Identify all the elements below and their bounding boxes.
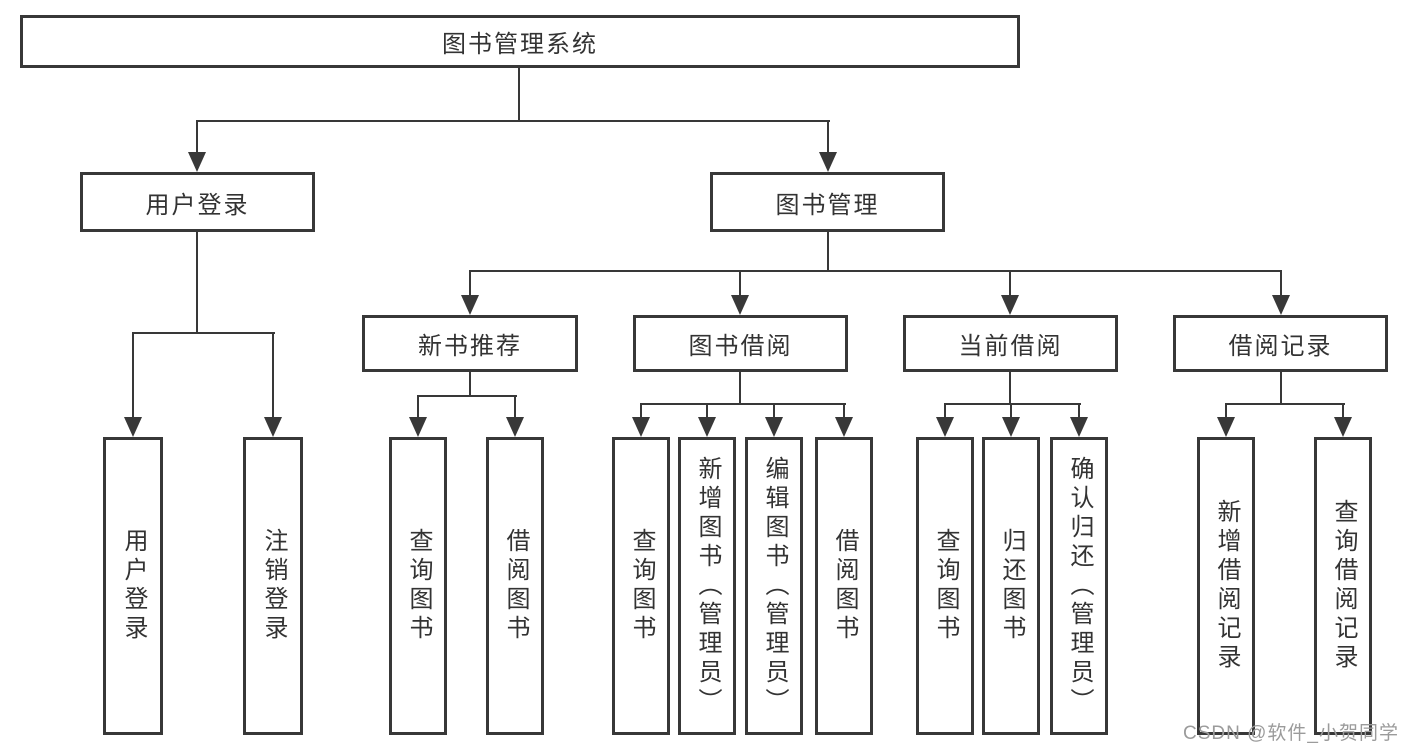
leaf-edit-books-admin: 编辑图书（管理员） (745, 437, 803, 735)
connector-drop-query-current (944, 403, 946, 419)
connector-drop-book-management (827, 120, 829, 154)
connector-drop-leaf-user-login (132, 332, 134, 418)
arrow-down-icon (188, 152, 206, 172)
connector-userlogin-stem (196, 232, 198, 334)
connector-drop-current-borrowing (1009, 270, 1011, 297)
node-user-login: 用户登录 (80, 172, 315, 232)
node-book-management: 图书管理 (710, 172, 945, 232)
connector-drop-add-books (706, 403, 708, 419)
connector-records-stem (1280, 372, 1282, 405)
leaf-borrow-books-borrowing: 借阅图书 (815, 437, 873, 735)
arrow-down-icon (1001, 295, 1019, 315)
arrow-down-icon (506, 417, 524, 437)
connector-drop-query-record (1342, 403, 1344, 419)
arrow-down-icon (264, 417, 282, 437)
csdn-watermark: CSDN @软件_小贺同学 (1183, 723, 1399, 744)
node-book-borrowing: 图书借阅 (633, 315, 848, 372)
connector-borrowing-rail (640, 403, 846, 405)
arrow-down-icon (698, 417, 716, 437)
arrow-down-icon (1070, 417, 1088, 437)
connector-drop-borrow-recommend (514, 395, 516, 419)
connector-drop-edit-books (773, 403, 775, 419)
leaf-add-books-admin: 新增图书（管理员） (678, 437, 736, 735)
connector-drop-confirm-return (1078, 403, 1080, 419)
leaf-return-books: 归还图书 (982, 437, 1040, 735)
connector-userlogin-rail (132, 332, 275, 334)
connector-bookmgmt-stem (827, 232, 829, 272)
leaf-user-login: 用户登录 (103, 437, 163, 735)
leaf-query-books-borrowing: 查询图书 (612, 437, 670, 735)
connector-drop-add-record (1225, 403, 1227, 419)
node-new-book-recommend: 新书推荐 (362, 315, 578, 372)
arrow-down-icon (409, 417, 427, 437)
connector-root-rail (196, 120, 830, 122)
arrow-down-icon (765, 417, 783, 437)
connector-drop-new-book-recommend (469, 270, 471, 297)
connector-bookmgmt-rail (469, 270, 1282, 272)
connector-drop-borrow-books (843, 403, 845, 419)
leaf-logout-login: 注销登录 (243, 437, 303, 735)
connector-recommend-stem (469, 372, 471, 397)
arrow-down-icon (632, 417, 650, 437)
arrow-down-icon (1334, 417, 1352, 437)
leaf-borrow-books-recommend: 借阅图书 (486, 437, 544, 735)
leaf-query-borrow-record: 查询借阅记录 (1314, 437, 1372, 735)
leaf-query-books-recommend: 查询图书 (389, 437, 447, 735)
connector-drop-user-login (196, 120, 198, 154)
arrow-down-icon (1002, 417, 1020, 437)
connector-drop-query-borrowing (640, 403, 642, 419)
arrow-down-icon (1217, 417, 1235, 437)
connector-records-rail (1225, 403, 1345, 405)
arrow-down-icon (936, 417, 954, 437)
node-current-borrowing: 当前借阅 (903, 315, 1118, 372)
leaf-add-borrow-record: 新增借阅记录 (1197, 437, 1255, 735)
connector-drop-query-recommend (417, 395, 419, 419)
connector-current-stem (1009, 372, 1011, 405)
connector-current-rail (944, 403, 1081, 405)
arrow-down-icon (1272, 295, 1290, 315)
connector-drop-book-borrowing (739, 270, 741, 297)
node-root-system: 图书管理系统 (20, 15, 1020, 68)
node-borrowing-records: 借阅记录 (1173, 315, 1388, 372)
arrow-down-icon (461, 295, 479, 315)
arrow-down-icon (819, 152, 837, 172)
leaf-query-books-current: 查询图书 (916, 437, 974, 735)
arrow-down-icon (124, 417, 142, 437)
arrow-down-icon (835, 417, 853, 437)
connector-recommend-rail (417, 395, 517, 397)
connector-borrowing-stem (739, 372, 741, 405)
arrow-down-icon (731, 295, 749, 315)
connector-drop-leaf-logout (272, 332, 274, 418)
leaf-confirm-return-admin: 确认归还（管理员） (1050, 437, 1108, 735)
connector-root-stem (518, 68, 520, 122)
connector-drop-return-books (1010, 403, 1012, 419)
connector-drop-borrowing-records (1280, 270, 1282, 297)
